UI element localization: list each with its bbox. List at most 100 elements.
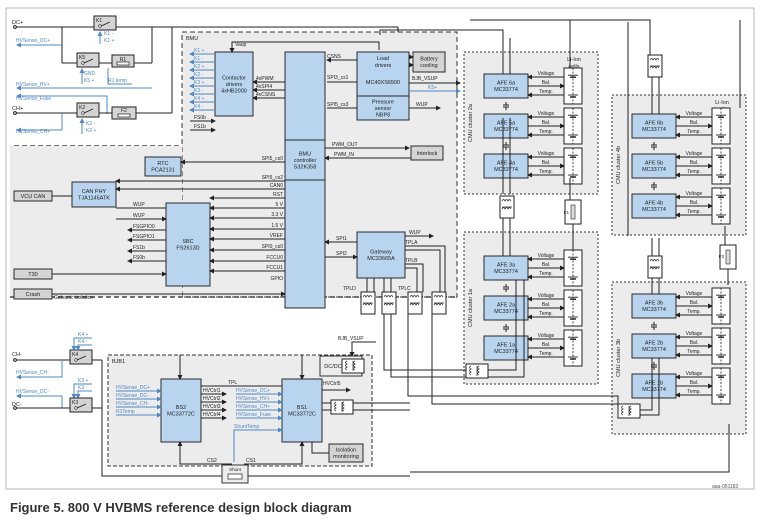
contactor-bus-0: 4xPWM bbox=[256, 76, 274, 82]
shunt-symbol bbox=[227, 473, 243, 480]
interlock bbox=[410, 145, 444, 161]
switch-contact bbox=[74, 406, 78, 410]
afe-signal-2: Temp. bbox=[539, 351, 553, 357]
resistor-symbol bbox=[116, 61, 130, 66]
k4-ctrl bbox=[71, 337, 92, 351]
sense-ch-plus-wire bbox=[16, 113, 63, 133]
sense-fuse-wire bbox=[16, 93, 108, 114]
signal-pwm-out: PWM_OUT bbox=[332, 142, 358, 148]
afe-signal-2: Temp. bbox=[539, 89, 553, 95]
wire bbox=[640, 358, 660, 416]
shunt-temp-label: ShuntTemp bbox=[234, 424, 260, 430]
sbc-left-signal-5: FS0b bbox=[133, 255, 145, 261]
afe-signal-0: Voltage bbox=[538, 333, 555, 339]
sbc-left-signal-3: FSGPIO1 bbox=[133, 234, 155, 240]
afe-signal-1: Bal. bbox=[542, 160, 551, 166]
k4-ctrl bbox=[75, 344, 92, 351]
afe-signal-0: Voltage bbox=[538, 253, 555, 259]
afe-signal-2: Temp. bbox=[539, 311, 553, 317]
afe-afe-3b-label: AFE 3b bbox=[645, 301, 663, 307]
sbc-left-signal-2: FSGPIO0 bbox=[133, 224, 155, 230]
coil bbox=[649, 267, 660, 270]
afe-afe-4b bbox=[631, 193, 677, 219]
signal-gnd: GND bbox=[84, 71, 96, 77]
coil bbox=[342, 401, 345, 412]
afe-afe-4b-label: MC33774 bbox=[642, 207, 666, 213]
tplb-wire bbox=[405, 263, 424, 292]
gateway-label: Gateway bbox=[370, 250, 392, 256]
wire bbox=[470, 19, 651, 55]
vcu-can-label: VCU CAN bbox=[21, 194, 46, 200]
signal-k5-plus: K5 + bbox=[84, 78, 95, 84]
controller-signal-3: RST bbox=[273, 192, 283, 198]
isolation-monitoring-label: Isolation bbox=[336, 448, 357, 454]
fuse-symbol bbox=[117, 113, 131, 118]
coil bbox=[383, 295, 394, 298]
wire bbox=[101, 360, 410, 477]
sense-hv-fuse: HVSense_Fuse bbox=[16, 96, 51, 102]
rtc-label: RTC bbox=[157, 161, 168, 167]
signal-k4-minus: K4 - bbox=[78, 339, 88, 345]
coil bbox=[477, 365, 480, 376]
sense-dc-minus-wire bbox=[16, 393, 63, 408]
controller-signal-8: SPI0_cs0 bbox=[262, 244, 284, 250]
bmu-label: BMU bbox=[186, 36, 198, 42]
k3-ctrl bbox=[75, 390, 92, 399]
figure-caption: Figure 5. 800 V HVBMS reference design b… bbox=[10, 500, 352, 515]
bs1-label: BS1 bbox=[297, 405, 307, 411]
hvctrl5-label: HVCtrl5 bbox=[323, 381, 341, 387]
afe-signal-1: Bal. bbox=[690, 120, 699, 126]
bjb-label: BJB1 bbox=[112, 359, 125, 365]
coil bbox=[362, 303, 373, 306]
sense-hv-plus: HVSense_HV+ bbox=[16, 82, 50, 88]
sense-hv-dc-minus: HVSense_DC- bbox=[16, 389, 49, 395]
signal-spi3-cs1: SPI3_cs1 bbox=[327, 75, 349, 81]
cs2-label: CS2 bbox=[207, 458, 217, 464]
controller-signal-4: 5 V bbox=[275, 202, 283, 208]
can-phy-label: CAN PHY bbox=[82, 189, 107, 195]
coil bbox=[629, 405, 632, 416]
afe-afe-5b-label: AFE 5b bbox=[645, 161, 663, 167]
contactor-bus-1: 4xSPI4 bbox=[256, 84, 272, 90]
sense-hv-ch-minus: HVSense_CH- bbox=[16, 370, 49, 376]
load-drivers-part: MC40XS6500 bbox=[366, 80, 400, 86]
controller-signal-11: GPIO bbox=[270, 276, 283, 282]
battery-cooling bbox=[412, 51, 446, 73]
coil bbox=[353, 360, 356, 371]
contactor-input-1: FS1b bbox=[194, 124, 206, 130]
switch-blade bbox=[100, 21, 111, 27]
wire bbox=[311, 442, 329, 454]
afe-signal-0: Voltage bbox=[686, 151, 703, 157]
signal-tplb: TPLB bbox=[405, 258, 418, 264]
switch-contact bbox=[81, 61, 85, 65]
coil bbox=[501, 207, 512, 210]
can-phy bbox=[71, 181, 117, 208]
signal-k3-plus: K3 + bbox=[78, 378, 89, 384]
afe-signal-0: Voltage bbox=[686, 371, 703, 377]
contactor-output-1: K1 - bbox=[194, 56, 204, 62]
fuse-f3-label: F3 bbox=[719, 254, 725, 259]
coil bbox=[649, 66, 660, 69]
afe-signal-1: Bal. bbox=[690, 160, 699, 166]
signal-csns: CSNS bbox=[327, 54, 342, 60]
afe-signal-2: Temp. bbox=[539, 169, 553, 175]
bmu-controller-label: BMU bbox=[299, 151, 311, 157]
signal-tpld: TPLD bbox=[343, 286, 356, 292]
controller-signal-1: SPI5_cs2 bbox=[262, 175, 284, 181]
afe-signal-2: Temp. bbox=[539, 129, 553, 135]
coil bbox=[345, 360, 348, 371]
afe-afe-5b bbox=[631, 153, 677, 179]
relay-k1-label: K1 bbox=[96, 18, 102, 24]
fuse-f3-symbol bbox=[725, 249, 731, 265]
shunt-label: Shunt bbox=[229, 467, 242, 472]
afe-afe-1b-label: AFE 1b bbox=[645, 381, 663, 387]
tplb-wire bbox=[405, 267, 418, 292]
afe-signal-2: Temp. bbox=[687, 169, 701, 175]
cells-label: cells bbox=[568, 64, 579, 70]
hvctrl-1: HVCtrl2 bbox=[203, 396, 221, 402]
afe-afe-6a-label: AFE 6a bbox=[497, 81, 516, 87]
signal-k2-plus: K2 + bbox=[86, 128, 97, 134]
wire bbox=[390, 314, 466, 378]
wire bbox=[407, 314, 619, 410]
afe-afe-3a bbox=[483, 255, 529, 281]
